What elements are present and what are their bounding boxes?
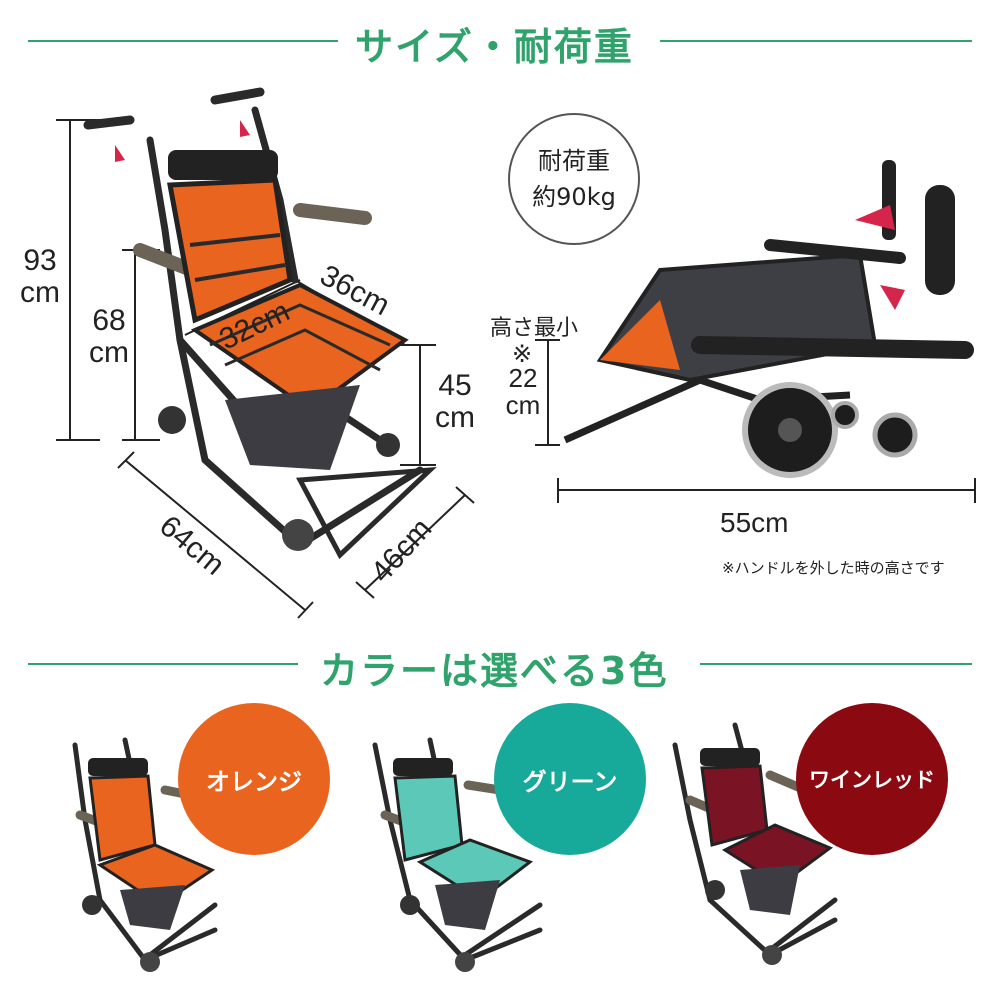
min-height-label: 高さ最小 (490, 315, 579, 340)
section-divider-right (660, 40, 972, 42)
chair-green (372, 737, 543, 972)
size-section-title: サイズ・耐荷重 (355, 25, 634, 69)
back-height-label: 68 cm (89, 304, 129, 369)
folded-height-note: ※ハンドルを外した時の高さです (722, 559, 945, 577)
load-capacity-label: 耐荷重 (538, 147, 610, 175)
min-height-mark: ※ (512, 341, 533, 368)
min-height-value: 22 cm (505, 363, 541, 421)
chair-orange (72, 737, 218, 972)
color-option-winered-label: ワインレッド (809, 768, 935, 792)
color-option-orange-label: オレンジ (206, 767, 302, 796)
section-divider-left-2 (28, 663, 298, 665)
color-option-winered[interactable]: ワインレッド (796, 703, 948, 855)
color-option-green[interactable]: グリーン (494, 703, 646, 855)
folded-length-label: 55cm (720, 507, 789, 538)
section-divider-left (28, 40, 338, 42)
total-height-label: 93 cm (20, 244, 60, 309)
color-option-green-label: グリーン (522, 767, 618, 796)
load-capacity-badge: 耐荷重 約90kg (508, 113, 640, 245)
load-capacity-value: 約90kg (532, 183, 616, 211)
color-section-title: カラーは選べる3色 (320, 649, 669, 693)
color-option-orange[interactable]: オレンジ (178, 703, 330, 855)
section-divider-right-2 (700, 663, 972, 665)
seat-height-label: 45 cm (435, 369, 475, 434)
wheelchair-folded (563, 160, 974, 478)
